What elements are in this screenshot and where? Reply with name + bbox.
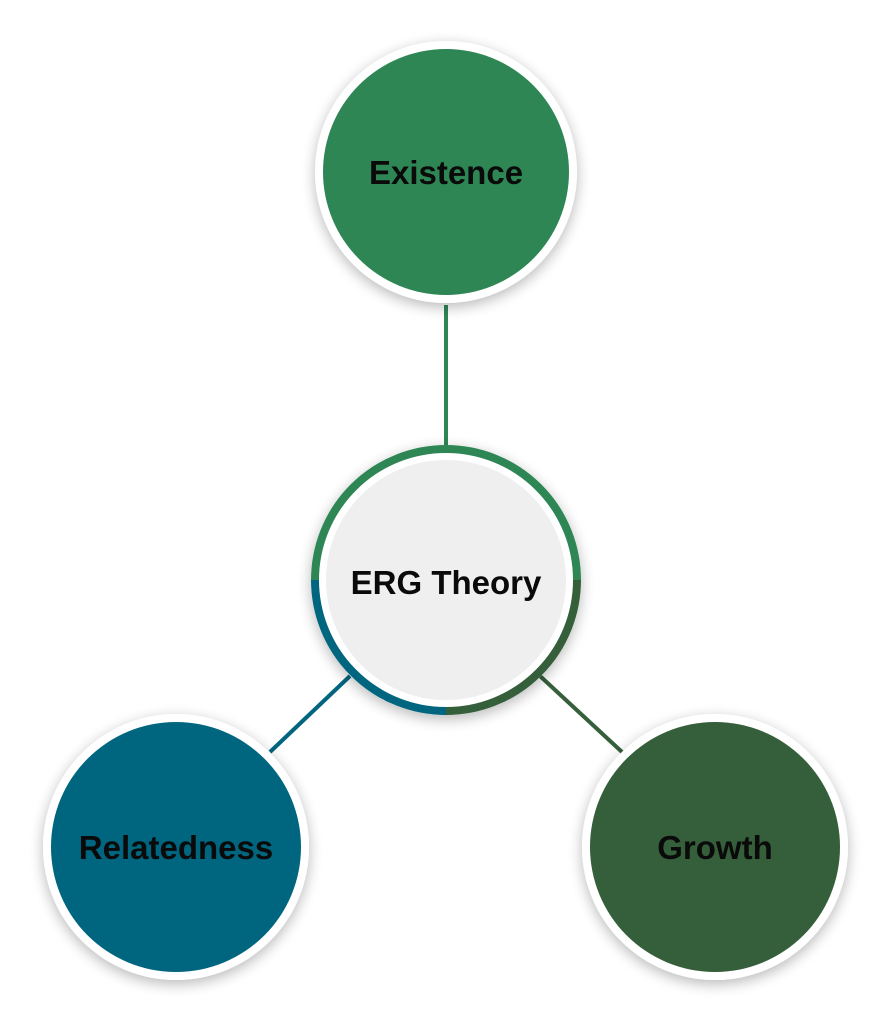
center-ring-relatedness (311, 579, 447, 715)
node-relatedness-label: Relatedness (79, 829, 273, 866)
node-growth (582, 714, 848, 980)
center-node (311, 445, 581, 715)
node-existence-fill (323, 49, 569, 295)
center-node-fill (326, 460, 566, 700)
connector-growth (538, 674, 624, 754)
center-ring-growth (445, 579, 581, 715)
node-relatedness (43, 714, 309, 980)
node-relatedness-fill (51, 722, 301, 972)
center-node-label: ERG Theory (351, 564, 542, 601)
node-growth-fill (590, 722, 840, 972)
node-existence-label: Existence (369, 154, 523, 191)
connector-relatedness (268, 674, 352, 754)
center-ring-existence (311, 445, 581, 581)
node-growth-label: Growth (657, 829, 772, 866)
node-existence (315, 41, 577, 303)
